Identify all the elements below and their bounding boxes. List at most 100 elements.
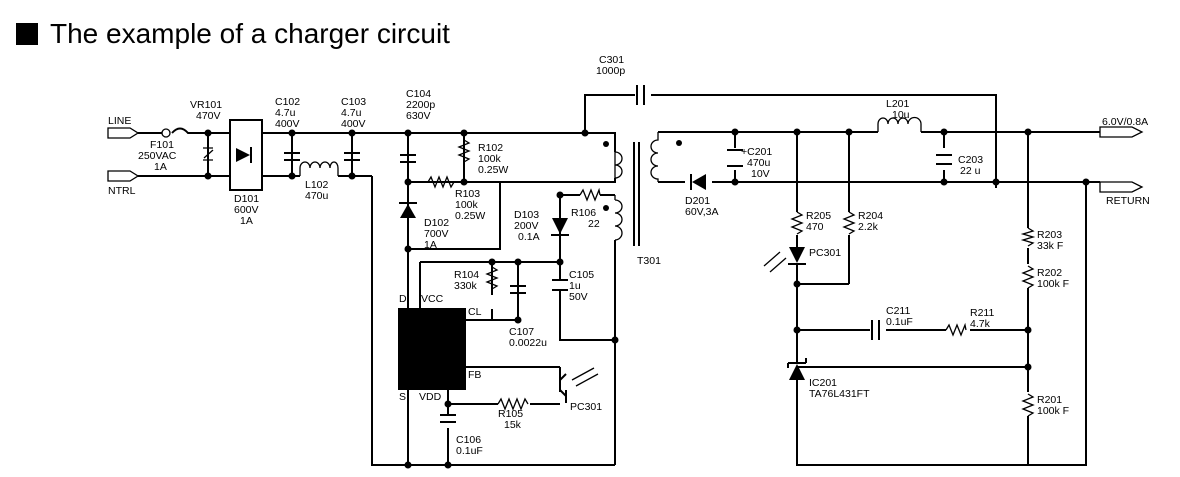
label-c103: C103: [341, 96, 366, 108]
label-pin-vdd: VDD: [419, 391, 442, 403]
junctions: [204, 128, 1090, 469]
c105-capacitor-icon: [552, 279, 568, 291]
c103-capacitor-icon: [344, 152, 360, 161]
r106-resistor-icon: [579, 187, 601, 202]
label-d101-a: 1A: [240, 215, 253, 227]
r201-resistor-icon: [1021, 393, 1035, 417]
c203-capacitor-icon: [936, 154, 952, 165]
l102-inductor-icon: [299, 161, 339, 176]
label-l102: L102: [305, 179, 329, 191]
label-c301: C301: [599, 54, 624, 66]
label-d102-a: 1A: [424, 239, 437, 251]
t301-core-icon: [633, 142, 640, 246]
output-terminal-icon: [1099, 126, 1144, 138]
label-f101: F101: [150, 139, 174, 151]
components: [107, 85, 1144, 423]
label-r202-r: 100k F: [1037, 278, 1069, 290]
label-c301-c: 1000p: [596, 65, 625, 77]
label-c106-c: 0.1uF: [456, 445, 483, 457]
label-c103-v: 400V: [341, 118, 366, 130]
d201-diode-icon: [692, 174, 706, 190]
label-c105-v: 50V: [569, 291, 588, 303]
label-d201: D201: [685, 195, 710, 207]
label-d101: D101: [234, 193, 259, 205]
labels: LINE NTRL F101 250VAC 1A VR101 470V D101…: [108, 54, 1150, 457]
label-r211: R211: [970, 307, 994, 319]
label-r105-r: 15k: [504, 419, 522, 431]
label-output: 6.0V/0.8A: [1102, 116, 1148, 128]
label-pin-cl: CL: [468, 306, 482, 318]
page-title: The example of a charger circuit: [50, 18, 450, 49]
label-c201-v: 10V: [751, 168, 770, 180]
label-c105: C105: [569, 269, 594, 281]
label-c104-v: 630V: [406, 110, 431, 122]
bridge-rectifier-icon: [229, 119, 263, 191]
t301-primary-winding-icon: [614, 151, 623, 179]
label-r103: R103: [455, 188, 480, 200]
line-terminal-icon: [107, 127, 140, 139]
wires: [138, 94, 1100, 466]
label-f101-v: 250VAC: [138, 150, 177, 162]
label-r204: R204: [858, 210, 883, 222]
label-pc301-right: PC301: [809, 247, 841, 259]
c301-capacitor-icon: [636, 85, 645, 105]
t301-secondary-winding-icon: [650, 132, 659, 182]
label-t301: T301: [637, 255, 661, 267]
label-c104: C104: [406, 88, 431, 100]
label-d103: D103: [514, 209, 539, 221]
r202-resistor-icon: [1021, 265, 1035, 289]
label-c105-c: 1u: [569, 280, 581, 292]
label-l102-v: 470u: [305, 190, 329, 202]
r105-resistor-icon: [497, 397, 529, 411]
r103-resistor-icon: [427, 175, 455, 189]
label-ntrl: NTRL: [108, 185, 136, 197]
title-block: The example of a charger circuit: [16, 12, 450, 56]
d102-diode-icon: [400, 204, 416, 218]
r104-resistor-icon: [485, 266, 499, 290]
label-c107-c: 0.0022u: [509, 337, 547, 349]
pc301-light-icon: [571, 367, 599, 387]
pc301-phototransistor-icon: [559, 373, 567, 397]
label-line: LINE: [108, 115, 131, 127]
label-c203: C203: [958, 154, 983, 166]
label-r201: R201: [1037, 394, 1062, 406]
fuse-icon: [161, 128, 171, 138]
label-vr101: VR101: [190, 99, 222, 111]
label-r211-r: 4.7k: [970, 318, 991, 330]
c104-capacitor-icon: [400, 154, 416, 163]
label-d103-a: 0.1A: [518, 231, 540, 243]
label-r103-p: 0.25W: [455, 210, 485, 222]
label-c107: C107: [509, 326, 534, 338]
label-d103-v: 200V: [514, 220, 539, 232]
ic201-shunt-regulator-icon: [789, 364, 805, 380]
label-ic201-v: TA76L431FT: [809, 388, 870, 400]
label-c103-c: 4.7u: [341, 107, 362, 119]
label-d102: D102: [424, 217, 449, 229]
l201-inductor-icon: [877, 116, 922, 132]
label-c106: C106: [456, 434, 481, 446]
ntrl-terminal-icon: [107, 170, 140, 182]
label-return: RETURN: [1106, 195, 1150, 207]
c201-capacitor-icon: [727, 149, 743, 167]
label-c102-c: 4.7u: [275, 107, 296, 119]
label-pc301-left: PC301: [570, 401, 602, 413]
label-r202: R202: [1037, 267, 1062, 279]
t301-aux-winding-icon: [614, 195, 623, 241]
c102-capacitor-icon: [284, 152, 300, 161]
label-f101-a: 1A: [154, 161, 167, 173]
label-r104-r: 330k: [454, 280, 478, 292]
r203-resistor-icon: [1020, 227, 1036, 247]
label-r203-r: 33k F: [1037, 240, 1063, 252]
label-r106: R106: [571, 207, 596, 219]
label-r106-r: 22: [588, 218, 600, 230]
r102-resistor-icon: [457, 139, 471, 170]
return-terminal-icon: [1099, 181, 1144, 193]
label-r102-r: 100k: [478, 153, 502, 165]
c107-capacitor-icon: [510, 285, 526, 294]
d103-diode-icon: [552, 218, 568, 234]
r205-resistor-icon: [790, 211, 804, 235]
label-c201: +C201: [741, 146, 772, 158]
label-c104-c: 2200p: [406, 99, 435, 111]
label-l201: L201: [886, 98, 910, 110]
